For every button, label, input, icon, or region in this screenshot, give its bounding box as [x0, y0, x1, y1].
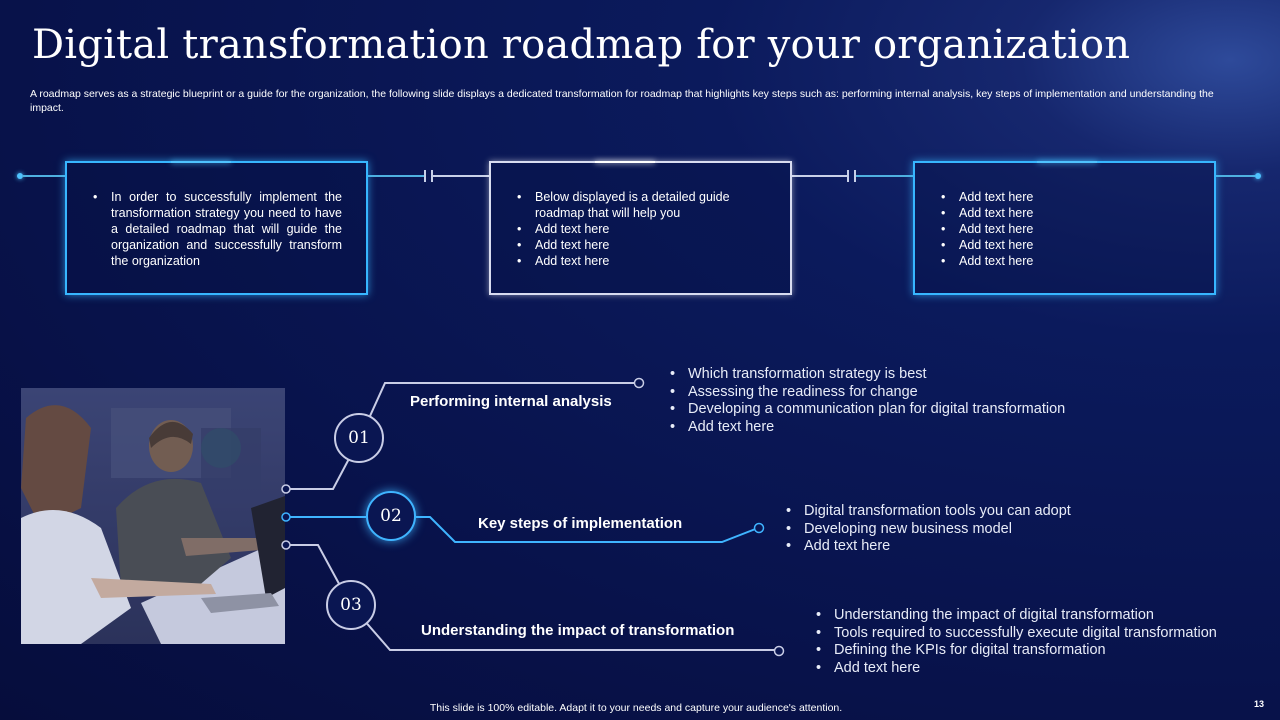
step-3-title: Understanding the impact of transformati… — [421, 622, 734, 639]
step-3-bullet: Understanding the impact of digital tran… — [816, 607, 1217, 625]
footer-note: This slide is 100% editable. Adapt it to… — [0, 702, 1272, 714]
step-1-title: Performing internal analysis — [410, 393, 612, 410]
step-1-bullet: Developing a communication plan for digi… — [670, 401, 1065, 419]
step-3-bullet: Tools required to successfully execute d… — [816, 625, 1217, 643]
step-1-bullet: Which transformation strategy is best — [670, 366, 1065, 384]
step-1-bullet: Assessing the readiness for change — [670, 384, 1065, 402]
step-2-title: Key steps of implementation — [478, 515, 682, 532]
step-1-number: 01 — [334, 413, 384, 463]
step-3-bullet: Defining the KPIs for digital transforma… — [816, 642, 1217, 660]
step-3-number: 03 — [326, 580, 376, 630]
step-2-bullet: Add text here — [786, 538, 1071, 556]
step-2-bullets: Digital transformation tools you can ado… — [786, 503, 1071, 556]
step-3-bullet: Add text here — [816, 660, 1217, 678]
step-2-bullet: Digital transformation tools you can ado… — [786, 503, 1071, 521]
step-1-bullets: Which transformation strategy is best As… — [670, 366, 1065, 436]
step-2-bullet: Developing new business model — [786, 521, 1071, 539]
page-number: 13 — [1254, 699, 1264, 709]
step-3-bullets: Understanding the impact of digital tran… — [816, 607, 1217, 677]
step-1-bullet: Add text here — [670, 419, 1065, 437]
step-2-number: 02 — [366, 491, 416, 541]
